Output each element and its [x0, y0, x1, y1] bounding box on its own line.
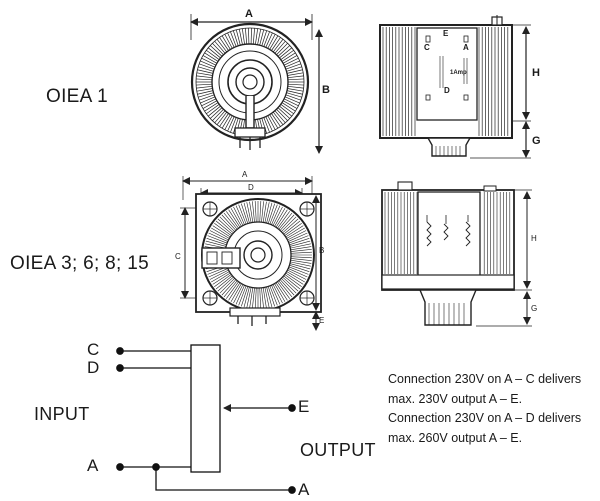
terminal-dot-d	[116, 364, 124, 372]
terminal-letter-c: C	[424, 43, 430, 52]
model-label-oiea3: OIEA 3; 6; 8; 15	[10, 253, 149, 274]
bottom-front-view	[180, 176, 322, 331]
note-line-2: max. 230V output A – E.	[388, 391, 523, 406]
input-label: INPUT	[34, 404, 90, 424]
note-line-1: Connection 230V on A – C delivers	[388, 372, 582, 386]
terminal-letter-d: D	[444, 86, 450, 95]
dim-label-b2: B	[319, 246, 325, 255]
dim-label-c2: C	[175, 252, 181, 261]
brush-clamp	[201, 247, 241, 269]
knob	[426, 137, 472, 157]
dim-label-b: B	[322, 84, 330, 96]
transformer-coil	[190, 344, 221, 473]
wire-a-out	[155, 467, 290, 491]
wiper-arm	[245, 96, 255, 129]
note-line-4: max. 260V output A – E.	[388, 430, 523, 445]
dim-label-a2: A	[242, 170, 248, 179]
dim-label-g2: G	[531, 304, 538, 313]
terminal-dot-a-out	[288, 486, 296, 494]
winding-lines	[196, 28, 304, 136]
wire-label-c: C	[87, 340, 100, 359]
output-label: OUTPUT	[300, 440, 376, 460]
note-line-3: Connection 230V on A – D delivers	[388, 411, 582, 425]
wire-label-a-out: A	[298, 480, 310, 499]
connection-note: Connection 230V on A – C delivers max. 2…	[388, 370, 581, 448]
knob-large	[418, 289, 478, 326]
terminal-dot-c	[116, 347, 124, 355]
wiring-schematic	[116, 344, 296, 494]
terminal-plate-large	[417, 191, 481, 287]
bottom-side-view	[381, 181, 532, 327]
terminal-letter-e: E	[443, 29, 449, 38]
terminal-dot-e	[288, 404, 296, 412]
model-label-oiea1: OIEA 1	[46, 86, 109, 107]
wire-label-d: D	[87, 358, 100, 377]
dim-label-g: G	[532, 135, 541, 147]
terminal-letter-a: A	[463, 43, 469, 52]
top-front-view	[190, 14, 323, 154]
wire-label-a-in: A	[87, 456, 99, 475]
dim-label-h2: H	[531, 234, 537, 243]
terminal-dot-a-in	[116, 463, 124, 471]
junction-dot	[152, 463, 160, 471]
wire-label-e: E	[298, 397, 310, 416]
dim-label-a: A	[245, 8, 253, 20]
rating-plate: 1Amp	[450, 70, 467, 76]
dim-label-e2: E	[319, 316, 325, 325]
dim-label-h: H	[532, 67, 540, 79]
dim-label-d2: D	[248, 183, 254, 192]
top-side-view	[379, 15, 531, 159]
